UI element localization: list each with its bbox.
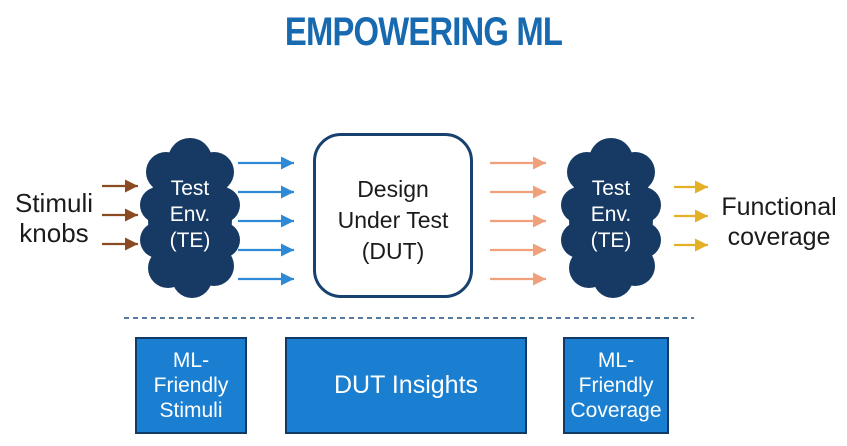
ml-friendly-coverage-box: ML- Friendly Coverage [563, 337, 669, 434]
te-left-cloud [140, 138, 240, 298]
dut-to-te-arrows [490, 156, 546, 286]
ml-friendly-stimuli-box: ML- Friendly Stimuli [135, 337, 247, 434]
te-right-label: Test Env. (TE) [590, 177, 632, 252]
dut-box: Design Under Test (DUT) [313, 133, 473, 298]
input-arrows [102, 179, 138, 251]
dut-label: Design Under Test (DUT) [337, 176, 449, 264]
te-left-label: Test Env. (TE) [169, 177, 211, 252]
slide-title: EMPOWERING ML [284, 10, 563, 54]
functional-coverage-label: Functional coverage [721, 193, 837, 251]
te-to-dut-arrows [238, 156, 294, 286]
dut-insights-box: DUT Insights [285, 337, 527, 434]
te-right-cloud [561, 138, 661, 298]
stimuli-knobs-label: Stimuli knobs [14, 188, 93, 248]
output-arrows [674, 180, 708, 252]
